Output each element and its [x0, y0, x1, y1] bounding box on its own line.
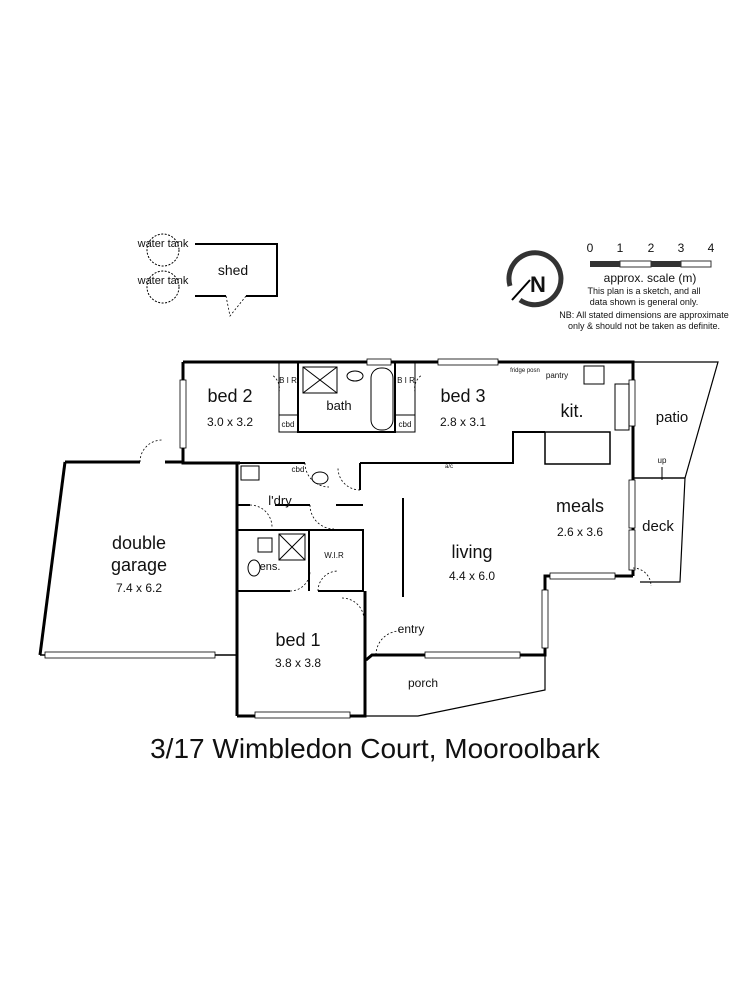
- svg-text:ens.: ens.: [260, 561, 281, 573]
- room-bed3: bed 3 2.8 x 3.1: [440, 386, 486, 429]
- svg-text:N: N: [530, 272, 546, 297]
- room-patio: patio: [656, 409, 689, 426]
- svg-text:0: 0: [587, 241, 594, 255]
- room-kitchen: kit.: [560, 401, 583, 421]
- svg-text:pantry: pantry: [546, 371, 568, 380]
- room-bed1: bed 1 3.8 x 3.8: [275, 630, 321, 670]
- scale-bar: 0 1 2 3 4 approx. scale (m) This plan is…: [559, 241, 729, 331]
- svg-text:cbd: cbd: [292, 465, 305, 474]
- outdoor-areas: [365, 361, 719, 717]
- svg-text:cbd: cbd: [399, 420, 412, 429]
- svg-text:only & should not be taken as: only & should not be taken as definite.: [568, 321, 720, 331]
- water-tank-2: water tank: [137, 270, 189, 304]
- svg-text:bed 2: bed 2: [207, 386, 252, 406]
- svg-text:3: 3: [678, 241, 685, 255]
- svg-text:3.8 x 3.8: 3.8 x 3.8: [275, 656, 321, 670]
- svg-text:bed 1: bed 1: [275, 630, 320, 650]
- room-entry: entry: [398, 622, 425, 636]
- svg-text:2: 2: [648, 241, 655, 255]
- svg-text:porch: porch: [408, 676, 438, 690]
- svg-text:kit.: kit.: [560, 401, 583, 421]
- svg-text:2.6 x 3.6: 2.6 x 3.6: [557, 525, 603, 539]
- svg-text:4.4 x 6.0: 4.4 x 6.0: [449, 569, 495, 583]
- room-wir: W.I.R: [324, 551, 344, 560]
- svg-text:4: 4: [708, 241, 715, 255]
- svg-text:water tank: water tank: [137, 238, 189, 250]
- svg-text:B I R: B I R: [397, 376, 415, 385]
- shed: shed: [195, 243, 278, 317]
- svg-text:double: double: [112, 533, 166, 553]
- svg-text:patio: patio: [656, 409, 689, 426]
- svg-text:shed: shed: [218, 262, 248, 278]
- svg-text:NB: All stated dimensions are: NB: All stated dimensions are approximat…: [559, 310, 729, 320]
- svg-text:meals: meals: [556, 496, 604, 516]
- svg-text:garage: garage: [111, 555, 167, 575]
- svg-text:l'dry: l'dry: [268, 493, 292, 508]
- svg-text:data shown is general only.: data shown is general only.: [590, 297, 698, 307]
- svg-text:1: 1: [617, 241, 624, 255]
- room-double-garage: double garage 7.4 x 6.2: [111, 533, 167, 595]
- room-bed2: bed 2 3.0 x 3.2: [207, 386, 253, 429]
- svg-text:bed 3: bed 3: [440, 386, 485, 406]
- windows: [44, 358, 636, 719]
- room-meals: meals 2.6 x 3.6: [556, 496, 604, 539]
- svg-text:deck: deck: [642, 518, 674, 535]
- svg-text:7.4 x 6.2: 7.4 x 6.2: [116, 581, 162, 595]
- fixture-labels: B I R B I R cbd cbd cbd fridge posn pant…: [279, 368, 667, 474]
- svg-text:bath: bath: [326, 398, 351, 413]
- svg-text:3.0 x 3.2: 3.0 x 3.2: [207, 415, 253, 429]
- svg-text:entry: entry: [398, 622, 425, 636]
- door-swings: [139, 374, 652, 656]
- svg-text:cbd: cbd: [282, 420, 295, 429]
- property-address: 3/17 Wimbledon Court, Mooroolbark: [150, 733, 600, 764]
- room-porch: porch: [408, 676, 438, 690]
- room-laundry: l'dry: [268, 493, 292, 508]
- north-compass-icon: N: [506, 250, 564, 308]
- svg-text:W.I.R: W.I.R: [324, 551, 344, 560]
- room-deck: deck: [642, 518, 674, 535]
- svg-text:water tank: water tank: [137, 275, 189, 287]
- svg-text:approx. scale (m): approx. scale (m): [604, 271, 697, 285]
- svg-text:This plan is a sketch, and all: This plan is a sketch, and all: [587, 286, 700, 296]
- room-bath: bath: [326, 398, 351, 413]
- room-living: living 4.4 x 6.0: [449, 542, 495, 583]
- svg-text:living: living: [451, 542, 492, 562]
- svg-text:a/c: a/c: [445, 464, 453, 470]
- fixtures: [240, 365, 663, 577]
- room-ensuite: ens.: [260, 561, 281, 573]
- svg-text:B I R: B I R: [279, 376, 297, 385]
- svg-text:up: up: [658, 456, 667, 465]
- water-tank-1: water tank: [137, 233, 189, 267]
- svg-text:fridge posn: fridge posn: [510, 368, 540, 374]
- svg-text:2.8 x 3.1: 2.8 x 3.1: [440, 415, 486, 429]
